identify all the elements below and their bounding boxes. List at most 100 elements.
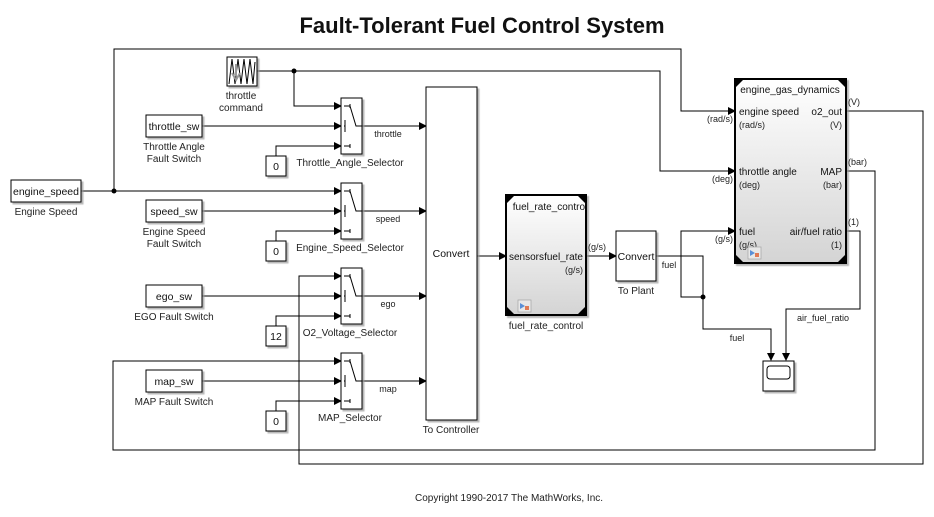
- output-unit-o2-out: (V): [830, 120, 842, 130]
- throttle-sw-label-2: Fault Switch: [147, 154, 201, 165]
- wire-const-ego[interactable]: [275, 312, 342, 326]
- fuel-rate-port-unit: (g/s): [565, 265, 583, 275]
- speed-sw-block[interactable]: speed_sw Engine Speed Fault Switch: [143, 199, 206, 250]
- copyright-notice: Copyright 1990-2017 The MathWorks, Inc.: [415, 493, 603, 504]
- model-reference-icon: [747, 246, 762, 260]
- fuel-rate-port-label: fuel_rate: [544, 252, 583, 263]
- switch-icon: [344, 189, 362, 233]
- output-port-air-fuel-ratio: air/fuel ratio: [790, 227, 843, 238]
- engine-gas-dynamics-block[interactable]: engine_gas_dynamics engine speed (rad/s)…: [707, 78, 867, 264]
- model-reference-icon: [517, 299, 532, 313]
- to-plant-block[interactable]: Convert To Plant fuel: [615, 230, 677, 297]
- wire-fuel-to-plant[interactable]: [656, 227, 736, 298]
- wire-map-feedback[interactable]: [112, 170, 876, 451]
- diagram-title: Fault-Tolerant Fuel Control System: [299, 13, 664, 38]
- to-controller-block[interactable]: Convert To Controller: [423, 86, 480, 436]
- line-unit-fuel: (g/s): [715, 234, 733, 244]
- output-port-map: MAP: [820, 167, 842, 178]
- switch-icon: [344, 359, 362, 403]
- const-throttle-value: 0: [273, 161, 279, 173]
- input-unit-engine-speed: (rad/s): [739, 120, 765, 130]
- throttle-command-block[interactable]: throttle command: [219, 56, 263, 114]
- const-map-block[interactable]: 0: [265, 410, 287, 432]
- wire-throttle-to-selector[interactable]: [293, 71, 342, 110]
- output-unit-map: (bar): [823, 180, 842, 190]
- speed-selector-label: Engine_Speed_Selector: [296, 243, 405, 254]
- const-map-value: 0: [273, 416, 279, 428]
- throttle-command-label-2: command: [219, 103, 263, 114]
- scope-afr-signal-label: air_fuel_ratio: [797, 313, 849, 323]
- speed-sw-label-1: Engine Speed: [143, 227, 206, 238]
- to-controller-label: To Controller: [423, 425, 480, 436]
- wire-throttle-to-plant[interactable]: [257, 70, 736, 175]
- speed-signal-label: speed: [376, 214, 401, 224]
- map-sw-block[interactable]: map_sw MAP Fault Switch: [135, 369, 214, 408]
- map-sw-label: MAP Fault Switch: [135, 397, 214, 408]
- fuel-rate-control-block[interactable]: fuel_rate_control sensors fuel_rate (g/s…: [505, 194, 606, 332]
- fuel-rate-control-header: fuel_rate_control: [513, 202, 588, 213]
- o2-selector-block[interactable]: O2_Voltage_Selector ego: [303, 267, 398, 339]
- map-selector-label: MAP_Selector: [318, 413, 383, 424]
- speed-selector-block[interactable]: Engine_Speed_Selector speed: [296, 182, 405, 254]
- wires: [81, 48, 924, 465]
- ego-sw-label: EGO Fault Switch: [134, 312, 213, 323]
- wire-engine-speed-to-plant[interactable]: [113, 48, 736, 191]
- to-plant-label: To Plant: [618, 286, 654, 297]
- throttle-sw-block[interactable]: throttle_sw Throttle Angle Fault Switch: [143, 114, 205, 165]
- const-throttle-block[interactable]: 0: [265, 155, 287, 177]
- throttle-sw-label-1: Throttle Angle: [143, 142, 205, 153]
- input-unit-fuel: (g/s): [739, 240, 757, 250]
- wire-const-speed[interactable]: [275, 227, 342, 241]
- sensors-port-label: sensors: [509, 252, 544, 263]
- throttle-command-label-1: throttle: [226, 91, 257, 102]
- to-controller-text: Convert: [433, 248, 470, 260]
- throttle-selector-block[interactable]: Throttle_Angle_Selector throttle: [296, 97, 404, 169]
- engine-gas-dynamics-header: engine_gas_dynamics: [740, 85, 840, 96]
- branch-point: [291, 68, 297, 74]
- scope-block[interactable]: fuel air_fuel_ratio: [730, 313, 849, 392]
- line-unit-air-fuel-ratio: (1): [848, 217, 859, 227]
- input-port-throttle-angle: throttle angle: [739, 167, 797, 178]
- fuel-rate-line-unit: (g/s): [588, 242, 606, 252]
- engine-speed-block-text: engine_speed: [13, 186, 79, 198]
- ego-signal-label: ego: [380, 299, 395, 309]
- engine-speed-block[interactable]: engine_speed Engine Speed: [10, 179, 82, 218]
- map-selector-block[interactable]: MAP_Selector map: [318, 352, 397, 424]
- wire-const-throttle[interactable]: [275, 142, 342, 156]
- fuel-rate-control-label: fuel_rate_control: [509, 321, 584, 332]
- fuel-signal-label: fuel: [662, 260, 677, 270]
- output-unit-air-fuel-ratio: (1): [831, 240, 842, 250]
- const-speed-value: 0: [273, 246, 279, 258]
- line-unit-throttle-angle: (deg): [712, 174, 733, 184]
- throttle-signal-label: throttle: [374, 129, 402, 139]
- map-signal-label: map: [379, 384, 397, 394]
- speed-sw-text: speed_sw: [150, 206, 198, 218]
- output-port-o2-out: o2_out: [811, 107, 842, 118]
- to-plant-text: Convert: [618, 251, 655, 263]
- engine-speed-label: Engine Speed: [15, 207, 78, 218]
- wire-const-map[interactable]: [275, 397, 342, 411]
- speed-sw-label-2: Fault Switch: [147, 239, 201, 250]
- scope-icon: [766, 365, 791, 380]
- input-port-engine-speed: engine speed: [739, 107, 799, 118]
- const-speed-block[interactable]: 0: [265, 240, 287, 262]
- branch-point: [700, 294, 706, 300]
- input-unit-throttle-angle: (deg): [739, 180, 760, 190]
- wire-fuel-to-scope[interactable]: [702, 297, 775, 361]
- throttle-sw-text: throttle_sw: [149, 121, 200, 133]
- ego-sw-block[interactable]: ego_sw EGO Fault Switch: [134, 284, 214, 323]
- line-unit-engine-speed: (rad/s): [707, 114, 733, 124]
- o2-selector-label: O2_Voltage_Selector: [303, 328, 398, 339]
- signal-builder-icon: [228, 58, 256, 85]
- wire-o2-feedback[interactable]: [298, 110, 924, 465]
- branch-point: [111, 188, 117, 194]
- wire-afr-to-scope[interactable]: [782, 230, 861, 361]
- switch-icon: [344, 274, 362, 318]
- const-ego-block[interactable]: 12: [265, 325, 287, 347]
- throttle-selector-label: Throttle_Angle_Selector: [296, 158, 404, 169]
- input-port-fuel: fuel: [739, 227, 755, 238]
- line-unit-o2-out: (V): [848, 97, 860, 107]
- map-sw-text: map_sw: [154, 376, 194, 388]
- ego-sw-text: ego_sw: [156, 291, 193, 303]
